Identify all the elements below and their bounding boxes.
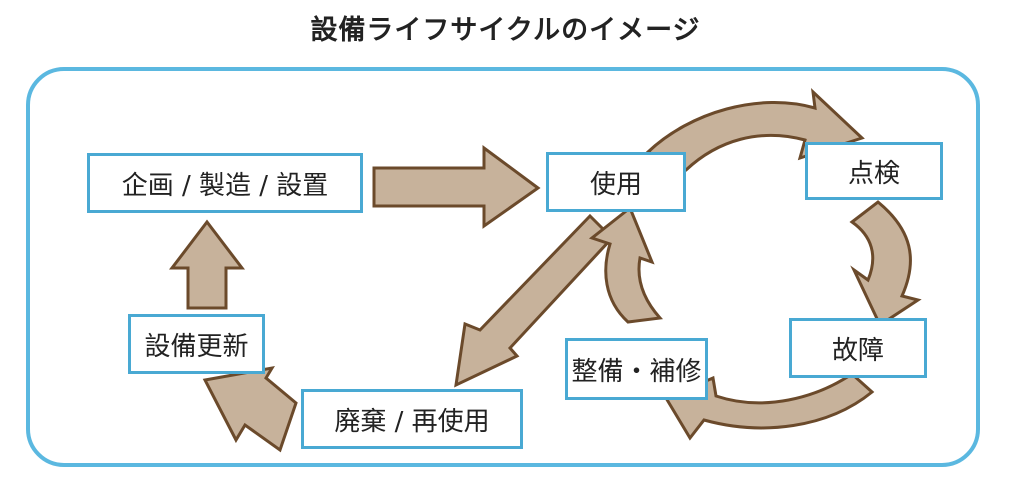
node-maintain: 整備・補修 xyxy=(565,338,708,400)
arrow-inspect-to-failure xyxy=(849,200,922,328)
arrow-dispose-to-renew xyxy=(202,365,298,453)
node-plan: 企画 / 製造 / 設置 xyxy=(87,153,363,213)
diagram-title: 設備ライフサイクルのイメージ xyxy=(310,15,701,46)
node-dispose: 廃棄 / 再使用 xyxy=(301,389,523,449)
node-inspect: 点検 xyxy=(805,142,943,200)
node-renew: 設備更新 xyxy=(128,314,265,374)
arrow-maintain-to-use xyxy=(588,205,664,324)
node-failure: 故障 xyxy=(789,318,927,378)
arrow-plan-to-use xyxy=(372,145,541,229)
diagram-frame xyxy=(26,67,980,467)
arrow-renew-to-plan xyxy=(168,219,246,310)
arrow-use-to-dispose xyxy=(454,213,615,388)
arrow-failure-to-maintain xyxy=(663,372,875,441)
node-use: 使用 xyxy=(546,152,686,212)
